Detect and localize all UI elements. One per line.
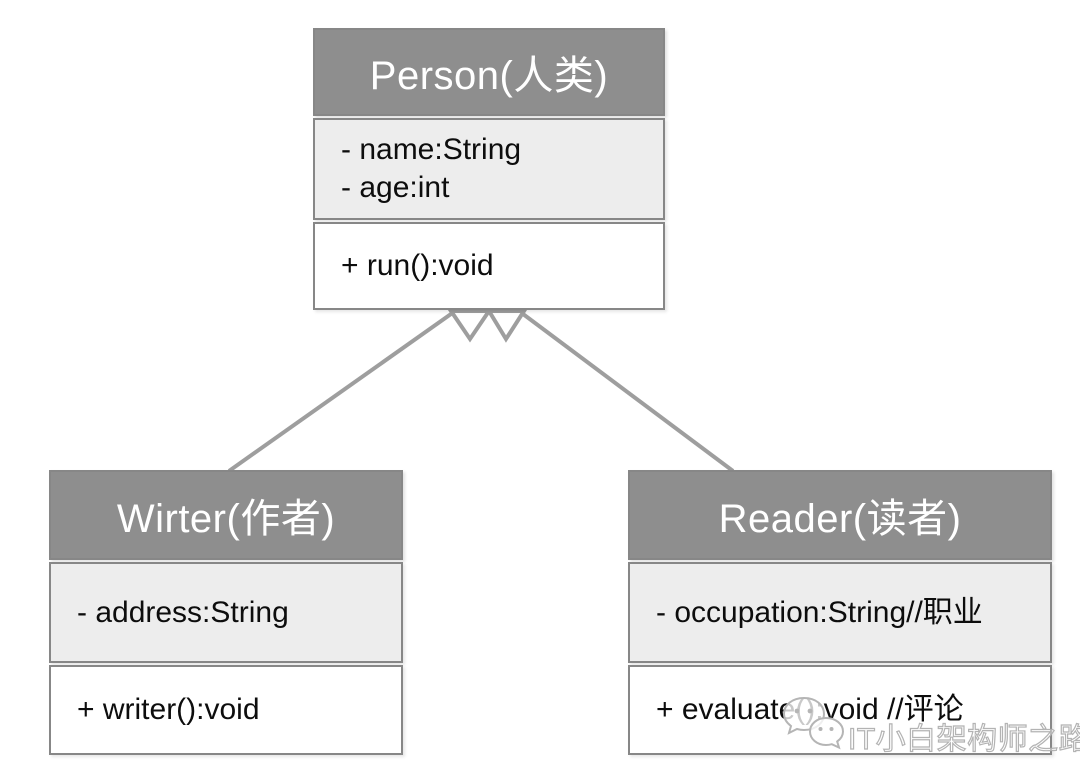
class-title-person: Person(人类) (313, 28, 665, 116)
attribute-row: - age:int (341, 171, 450, 204)
class-attributes-person: - name:String - age:int (313, 118, 665, 220)
class-attributes-reader: - occupation:String//职业 (628, 562, 1052, 663)
generalization-line-reader-to-person (521, 312, 735, 473)
class-box-writer: Wirter(作者) - address:String + writer():v… (49, 470, 403, 755)
generalization-line-writer-to-person (227, 312, 453, 473)
class-title-text: Person(人类) (369, 54, 609, 98)
class-methods-reader: + evaluate():void //评论 (628, 665, 1052, 755)
class-attributes-writer: - address:String (49, 562, 403, 663)
class-methods-writer: + writer():void (49, 665, 403, 755)
class-box-person: Person(人类) - name:String - age:int + run… (313, 28, 665, 310)
hollow-triangle-arrowhead-left (447, 309, 493, 343)
attribute-row: - occupation:String//职业 (656, 595, 983, 629)
hollow-triangle-arrowhead-right (485, 309, 528, 343)
class-title-text: Wirter(作者) (116, 497, 336, 541)
attribute-row: - name:String (341, 133, 522, 166)
class-methods-person: + run():void (313, 222, 665, 310)
method-row: + evaluate():void //评论 (656, 693, 964, 726)
method-row: + run():void (341, 249, 494, 282)
class-box-reader: Reader(读者) - occupation:String//职业 + eva… (628, 470, 1052, 755)
attribute-row: - address:String (77, 595, 289, 629)
method-row: + writer():void (77, 693, 260, 726)
class-title-writer: Wirter(作者) (49, 470, 403, 560)
class-title-reader: Reader(读者) (628, 470, 1052, 560)
class-title-text: Reader(读者) (718, 497, 962, 541)
